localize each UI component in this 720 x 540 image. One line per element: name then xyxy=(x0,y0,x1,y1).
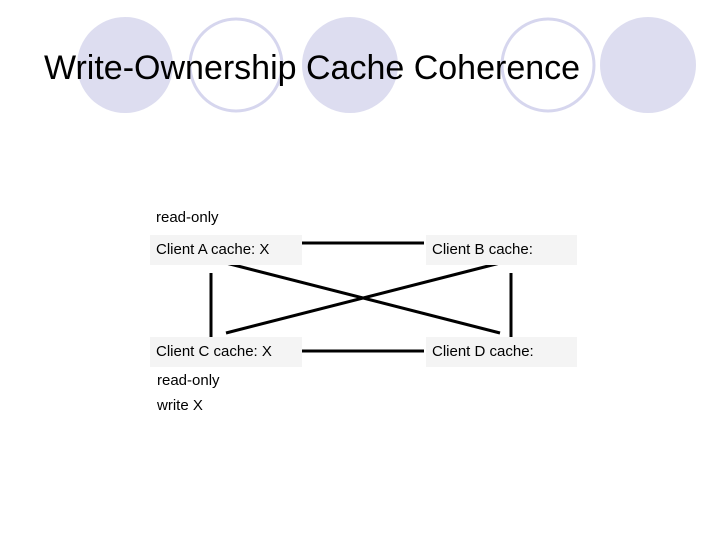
title-background-circles xyxy=(77,17,696,113)
decor-ring-4 xyxy=(500,17,596,113)
decor-circle-5 xyxy=(600,17,696,113)
top-label-read-only: read-only xyxy=(156,209,219,226)
bottom-label-read-only: read-only xyxy=(157,372,220,389)
slide-title: Write-Ownership Cache Coherence xyxy=(44,49,581,87)
bottom-label-write-x: write X xyxy=(157,397,203,414)
node-client-c: Client C cache: X xyxy=(150,337,302,367)
node-client-d: Client D cache: xyxy=(426,337,577,367)
node-client-b: Client B cache: xyxy=(426,235,577,265)
decor-circle-1 xyxy=(77,17,173,113)
node-client-a: Client A cache: X xyxy=(150,235,302,265)
decor-circle-3 xyxy=(302,17,398,113)
decor-ring-2 xyxy=(188,17,284,113)
connector-b-c xyxy=(225,261,501,335)
